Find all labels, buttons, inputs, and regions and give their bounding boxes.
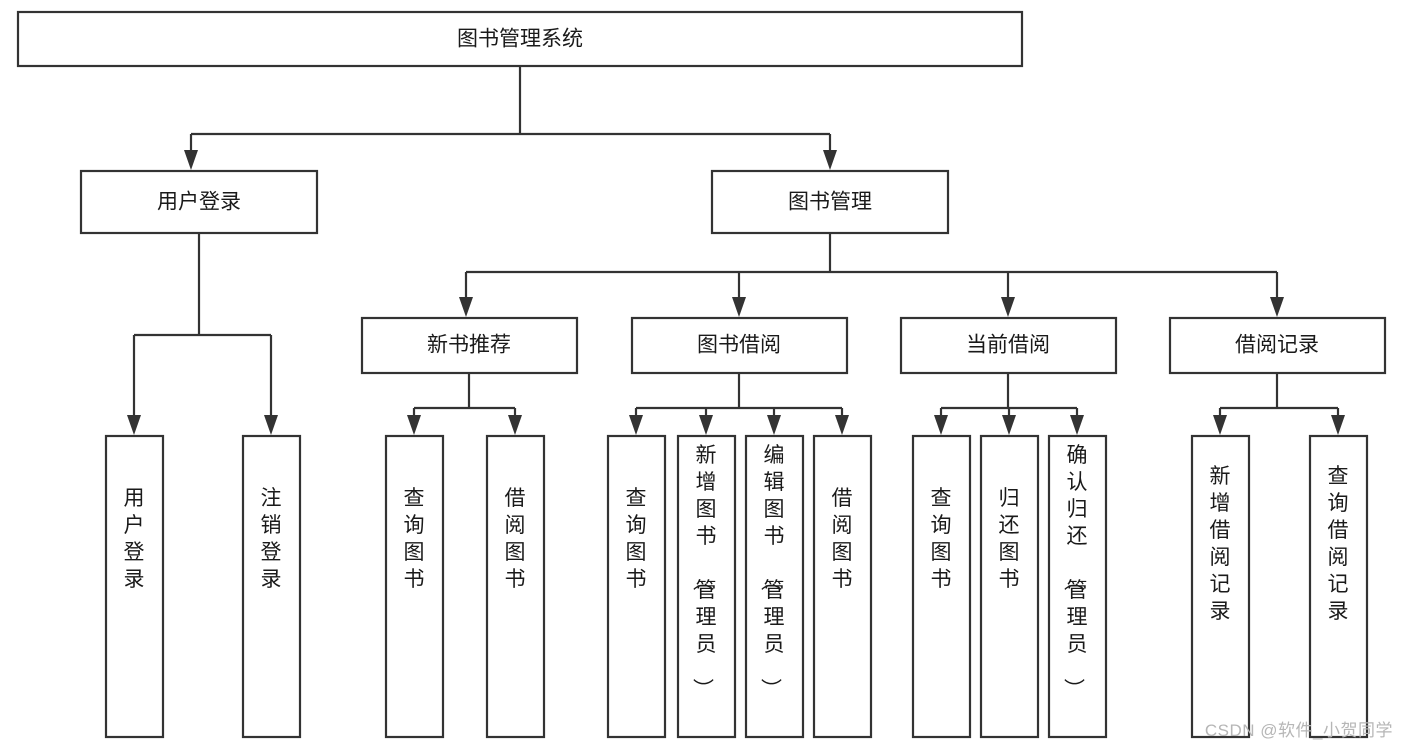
node-borrow-box[interactable] [630,316,849,375]
node-root[interactable]: 图书管理系统 [16,10,1024,68]
arrowhead-login [184,150,198,170]
node-leaf12-box[interactable] [1190,434,1251,739]
node-leaf8[interactable]: 借阅图书 [812,434,873,739]
node-newbook[interactable]: 新书推荐 [360,316,579,375]
node-leaf11-label: 确认归还（管理员） [1062,444,1088,699]
node-leaf5-box[interactable] [606,434,667,739]
arrowhead-leaf13 [1331,415,1345,435]
node-leaf13-box[interactable] [1308,434,1369,739]
node-borrow-label: 图书借阅 [697,334,781,357]
node-leaf6-label: 新增图书（管理员） [691,444,717,699]
node-bookmgmt[interactable]: 图书管理 [710,169,950,235]
csdn-watermark: CSDN @软件_小贺同学 [1204,721,1393,740]
node-leaf4[interactable]: 借阅图书 [485,434,546,739]
arrowhead-leaf10 [1002,415,1016,435]
node-leaf2-box[interactable] [241,434,302,739]
arrowhead-leaf1 [127,415,141,435]
node-leaf2-label: 注销登录 [261,487,282,591]
node-newbook-box[interactable] [360,316,579,375]
node-current-label: 当前借阅 [966,334,1050,357]
node-leaf3-label: 查询图书 [404,487,425,591]
node-leaf1[interactable]: 用户登录 [104,434,165,739]
node-borrow[interactable]: 图书借阅 [630,316,849,375]
node-record-label: 借阅记录 [1235,334,1319,357]
node-bookmgmt-box[interactable] [710,169,950,235]
arrowhead-leaf4 [508,415,522,435]
node-leaf11[interactable]: 确认归还（管理员） [1047,434,1108,739]
node-newbook-label: 新书推荐 [427,334,511,357]
node-leaf10[interactable]: 归还图书 [979,434,1040,739]
node-login[interactable]: 用户登录 [79,169,319,235]
node-login-box[interactable] [79,169,319,235]
node-leaf9-label: 查询图书 [931,487,952,591]
node-leaf1-box[interactable] [104,434,165,739]
arrowhead-leaf8 [835,415,849,435]
node-record-box[interactable] [1168,316,1387,375]
node-login-label: 用户登录 [157,191,241,214]
node-leaf5-label: 查询图书 [626,487,647,591]
arrowhead-leaf5 [629,415,643,435]
node-leaf7[interactable]: 编辑图书（管理员） [744,434,805,739]
arrowhead-newbook [459,297,473,317]
node-leaf10-label: 归还图书 [999,487,1020,591]
node-root-label: 图书管理系统 [457,28,583,51]
node-leaf7-box[interactable] [744,434,805,739]
node-leaf10-box[interactable] [979,434,1040,739]
arrowhead-leaf2 [264,415,278,435]
node-leaf1-label: 用户登录 [124,487,145,591]
node-leaf9[interactable]: 查询图书 [911,434,972,739]
node-leaf9-box[interactable] [911,434,972,739]
node-leaf3[interactable]: 查询图书 [384,434,445,739]
arrowhead-borrow [732,297,746,317]
node-leaf6[interactable]: 新增图书（管理员） [676,434,737,739]
node-leaf4-label: 借阅图书 [505,487,526,591]
node-leaf6-box[interactable] [676,434,737,739]
node-current[interactable]: 当前借阅 [899,316,1118,375]
arrowhead-leaf7 [767,415,781,435]
arrowhead-bookmgmt [823,150,837,170]
node-root-box[interactable] [16,10,1024,68]
arrowhead-record [1270,297,1284,317]
arrowhead-leaf11 [1070,415,1084,435]
node-leaf8-label: 借阅图书 [832,487,853,591]
node-leaf7-label: 编辑图书（管理员） [759,444,785,699]
node-leaf5[interactable]: 查询图书 [606,434,667,739]
node-leaf3-box[interactable] [384,434,445,739]
node-leaf12[interactable]: 新增借阅记录 [1190,434,1251,739]
arrowhead-leaf12 [1213,415,1227,435]
arrowhead-current [1001,297,1015,317]
node-leaf8-box[interactable] [812,434,873,739]
node-leaf13-label: 查询借阅记录 [1328,465,1349,623]
node-current-box[interactable] [899,316,1118,375]
connector-layer [127,66,1345,435]
node-leaf13[interactable]: 查询借阅记录 [1308,434,1369,739]
arrowhead-leaf6 [699,415,713,435]
arrowhead-leaf9 [934,415,948,435]
node-leaf2[interactable]: 注销登录 [241,434,302,739]
node-leaf12-label: 新增借阅记录 [1210,465,1231,623]
node-record[interactable]: 借阅记录 [1168,316,1387,375]
node-leaf4-box[interactable] [485,434,546,739]
node-bookmgmt-label: 图书管理 [788,191,872,214]
node-leaf11-box[interactable] [1047,434,1108,739]
arrowhead-leaf3 [407,415,421,435]
leaf-nodes-layer: 用户登录 注销登录 查询图书 借阅图书 查询图书 新增图书（管理员） 编辑图书（… [104,434,1369,739]
